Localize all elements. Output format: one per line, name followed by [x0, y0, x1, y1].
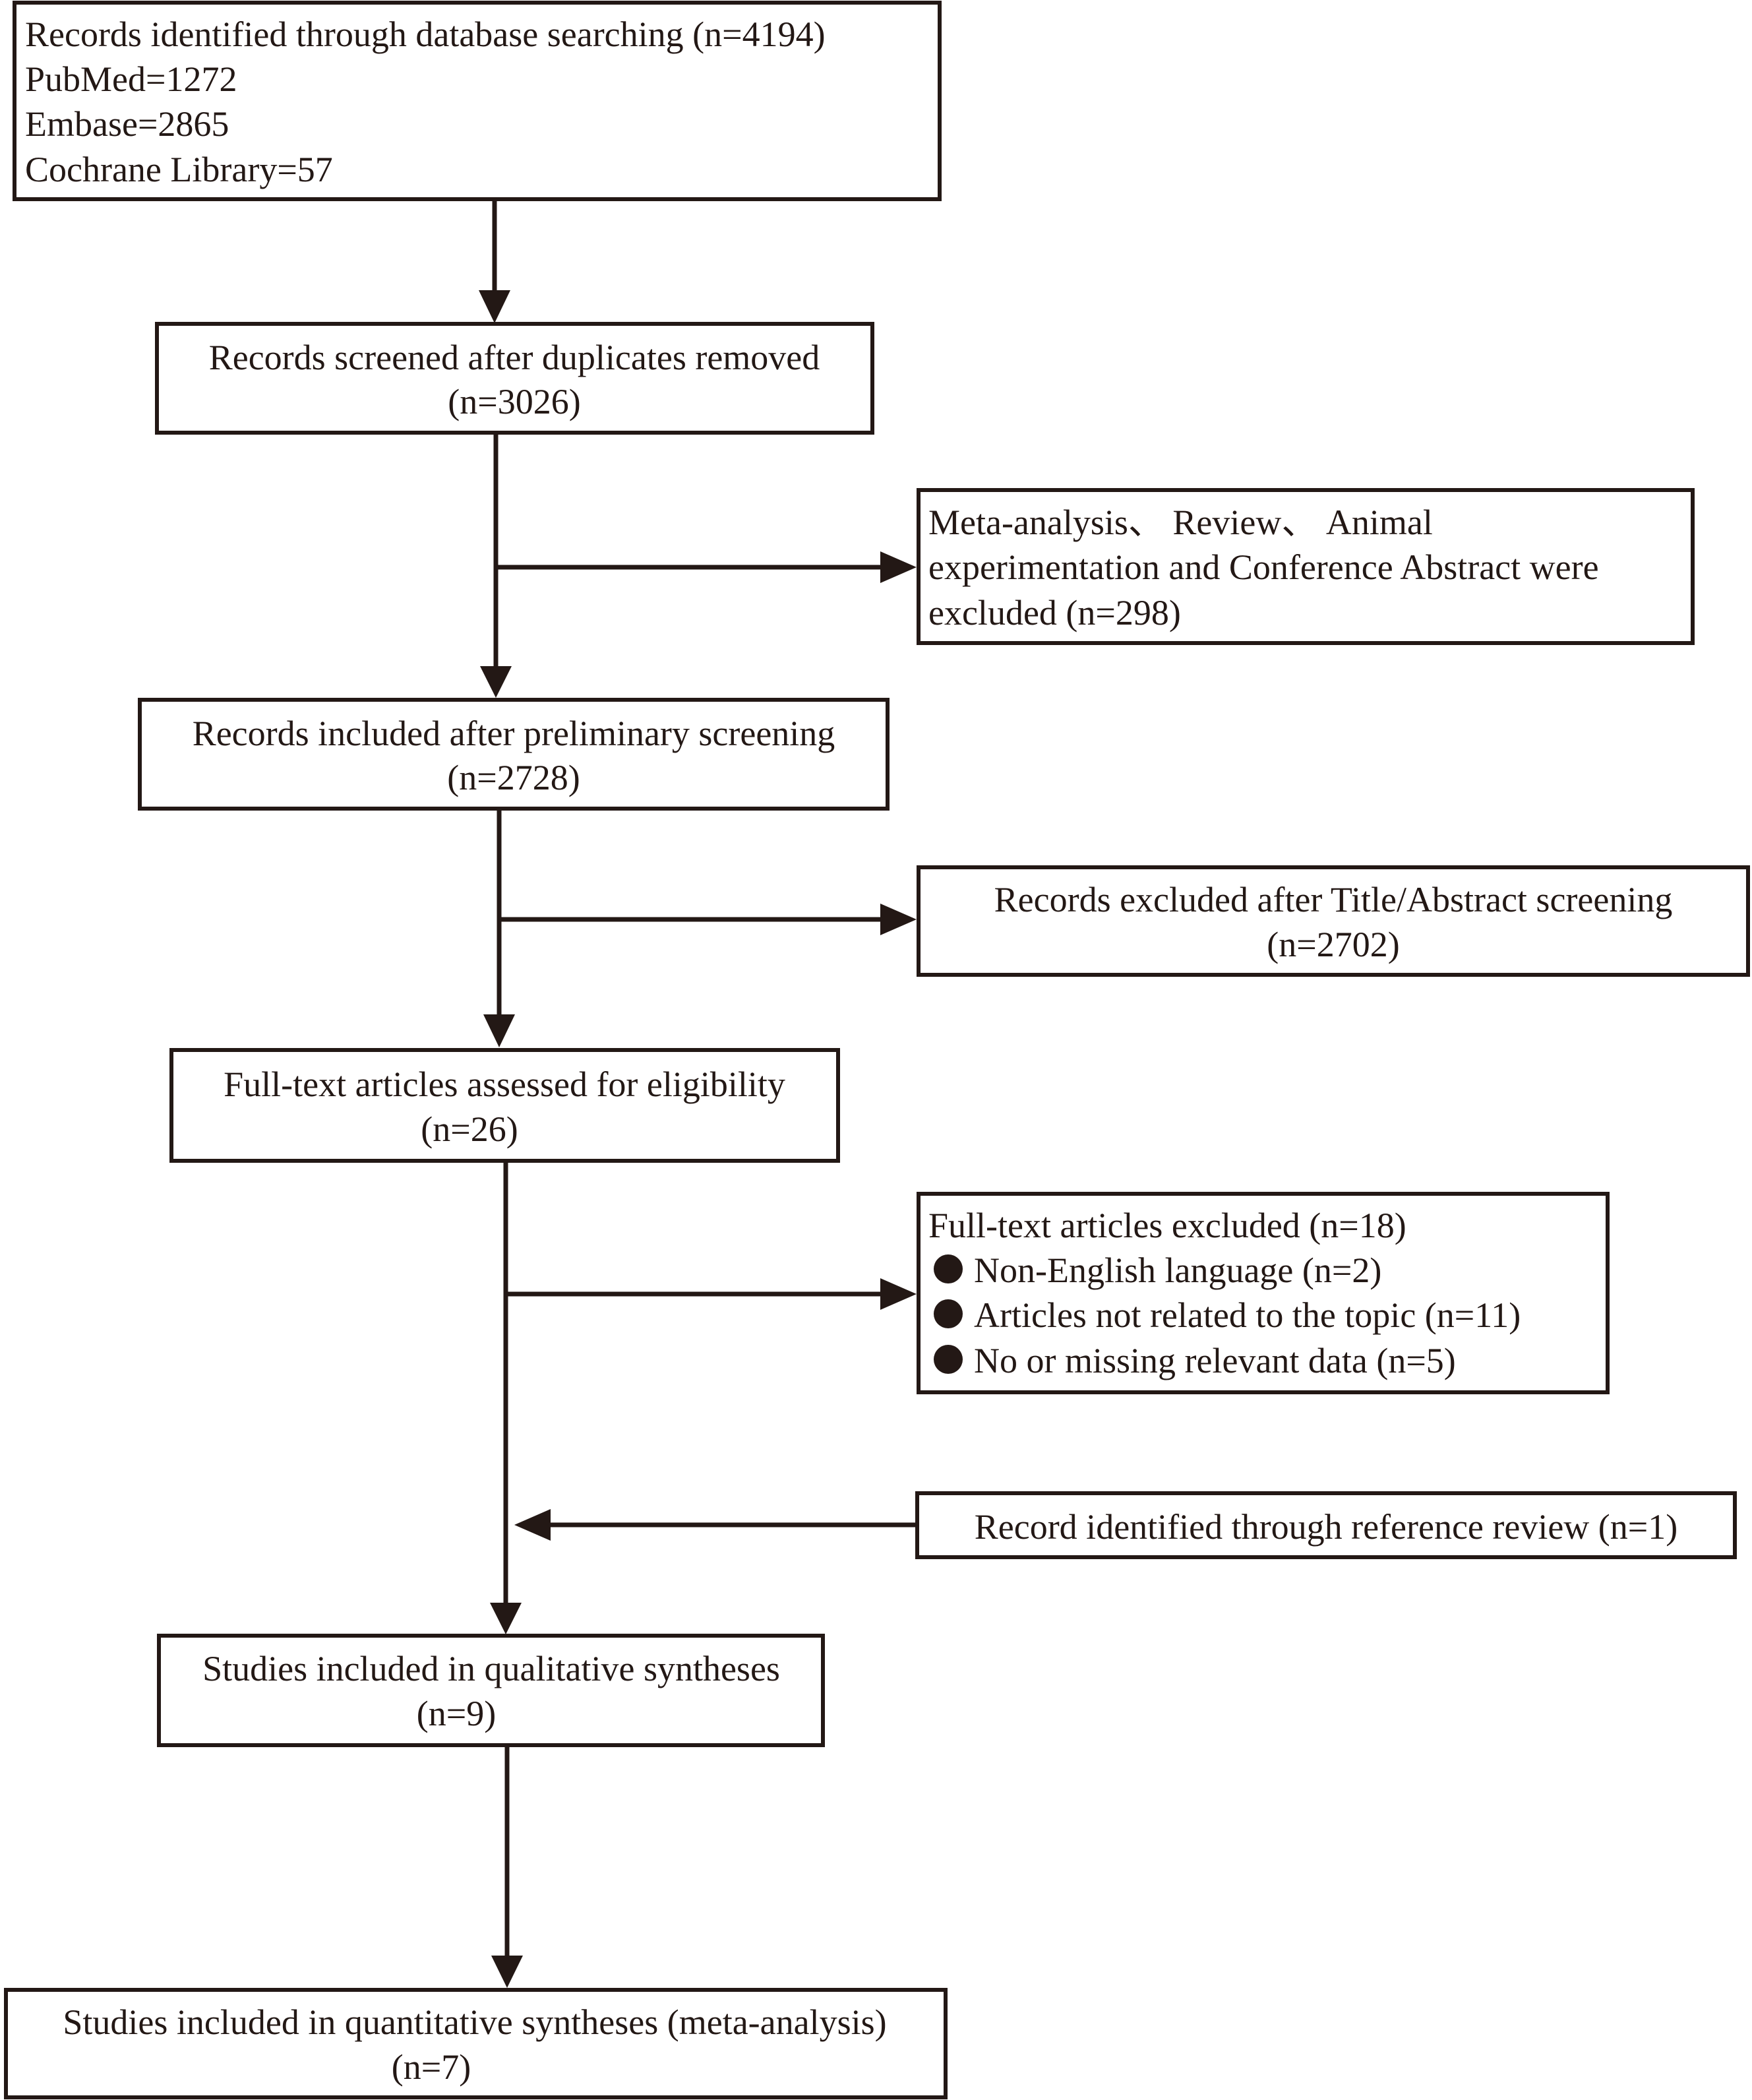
arrowhead-down-icon	[490, 1603, 522, 1634]
fulltext-excluded-item-2: Articles not related to the topic (n=11)	[974, 1295, 1521, 1335]
fulltext-excluded-item-3: No or missing relevant data (n=5)	[974, 1341, 1456, 1380]
bullet-icon	[934, 1254, 963, 1283]
excluded-types-line-2: experimentation and Conference Abstract …	[928, 547, 1599, 587]
box-records-identified: Records identified through database sear…	[13, 1, 942, 201]
identified-line-1: Records identified through database sear…	[25, 15, 826, 54]
box-excluded-types: Meta-analysis、 Review、 Animal experiment…	[917, 488, 1695, 645]
quantitative-line-2: (n=7)	[392, 2047, 471, 2087]
screened-line-2: (n=3026)	[448, 382, 580, 421]
box-fulltext-assessed: Full-text articles assessed for eligibil…	[169, 1048, 840, 1163]
box-quantitative-syntheses: Studies included in quantitative synthes…	[4, 1988, 948, 2099]
quantitative-line-1: Studies included in quantitative synthes…	[63, 2002, 886, 2042]
preliminary-line-1: Records included after preliminary scree…	[193, 714, 835, 753]
identified-line-2: PubMed=1272	[25, 59, 237, 99]
qualitative-line-1: Studies included in qualitative synthese…	[202, 1649, 780, 1688]
arrowhead-right-icon	[880, 1278, 917, 1310]
arrowhead-down-icon	[479, 290, 510, 323]
screened-line-1: Records screened after duplicates remove…	[209, 338, 820, 377]
box-preliminary-screening: Records included after preliminary scree…	[138, 698, 890, 811]
excluded-title-line-2: (n=2702)	[1267, 925, 1399, 964]
arrowhead-left-icon	[514, 1509, 551, 1541]
reference-review-line-1: Record identified through reference revi…	[975, 1507, 1677, 1547]
arrowhead-right-icon	[880, 551, 917, 583]
preliminary-line-2: (n=2728)	[447, 758, 580, 797]
excluded-types-line-3: excluded (n=298)	[928, 593, 1181, 633]
arrowhead-right-icon	[880, 904, 917, 935]
excluded-title-line-1: Records excluded after Title/Abstract sc…	[994, 880, 1673, 919]
arrowhead-down-icon	[491, 1956, 523, 1988]
box-records-screened: Records screened after duplicates remove…	[155, 322, 874, 435]
bullet-icon	[934, 1345, 963, 1374]
excluded-types-line-1: Meta-analysis、 Review、 Animal	[928, 503, 1433, 542]
bullet-icon	[934, 1299, 963, 1328]
arrowhead-down-icon	[483, 1014, 515, 1047]
box-reference-review: Record identified through reference revi…	[915, 1491, 1737, 1559]
box-fulltext-excluded: Full-text articles excluded (n=18) Non-E…	[917, 1192, 1610, 1394]
identified-line-4: Cochrane Library=57	[25, 150, 333, 189]
fulltext-line-2: (n=26)	[421, 1109, 518, 1149]
fulltext-line-1: Full-text articles assessed for eligibil…	[224, 1065, 785, 1104]
arrowhead-down-icon	[480, 666, 512, 698]
fulltext-excluded-item-1: Non-English language (n=2)	[974, 1251, 1381, 1290]
box-qualitative-syntheses: Studies included in qualitative synthese…	[157, 1634, 825, 1747]
fulltext-excluded-header: Full-text articles excluded (n=18)	[928, 1206, 1406, 1245]
qualitative-line-2: (n=9)	[417, 1694, 496, 1733]
identified-line-3: Embase=2865	[25, 104, 229, 144]
box-excluded-title-abstract: Records excluded after Title/Abstract sc…	[917, 865, 1750, 977]
